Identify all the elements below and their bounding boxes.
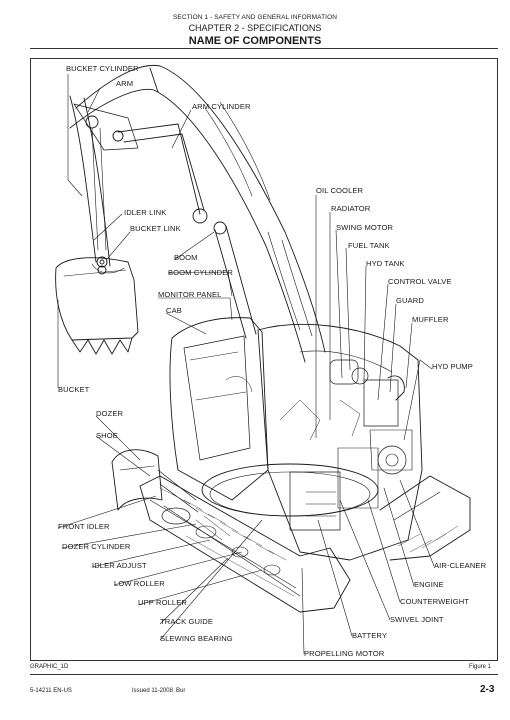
cab-drawing (169, 317, 269, 501)
upper-structure-drawing (257, 323, 423, 561)
label-bucket: BUCKET (58, 385, 90, 394)
section-heading: SECTION 1 - SAFETY AND GENERAL INFORMATI… (172, 14, 338, 21)
label-idler-adjust: IDLER ADJUST (92, 561, 147, 570)
label-oil-cooler: OIL COOLER (316, 186, 364, 195)
label-swing-motor: SWING MOTOR (336, 223, 394, 232)
label-muffler: MUFFLER (412, 315, 449, 324)
label-radiator: RADIATOR (331, 204, 371, 213)
boom-cylinder-drawing (213, 221, 257, 339)
graphic-id: GRAPHIC_1D (30, 664, 69, 670)
label-dozer: DOZER (96, 409, 124, 418)
label-front-idler: FRONT IDLER (58, 522, 110, 531)
dozer-blade-drawing (111, 449, 199, 513)
label-monitor-panel: MONITOR PANEL (158, 290, 222, 299)
label-arm-cylinder: ARM CYLINDER (192, 102, 251, 111)
bucket-drawing (55, 257, 139, 355)
label-bucket-cylinder: BUCKET CYLINDER (66, 64, 139, 73)
label-shoe: SHOE (96, 431, 118, 440)
figure-frame (30, 58, 498, 661)
label-slewing-bearing: SLEWING BEARING (160, 634, 233, 643)
label-battery: BATTERY (352, 631, 388, 640)
label-hyd-tank: HYD TANK (366, 259, 405, 268)
label-fuel-tank: FUEL TANK (348, 241, 390, 250)
label-propelling-motor: PROPELLING MOTOR (304, 649, 385, 658)
arm-cylinder-drawing (117, 123, 208, 224)
doc-number: 5-14211 EN-US (30, 688, 72, 694)
label-boom-cylinder: BOOM CYLINDER (168, 268, 234, 277)
label-boom: BOOM (174, 253, 198, 262)
label-control-valve: CONTROL VALVE (388, 277, 452, 286)
label-engine: ENGINE (414, 580, 444, 589)
label-guard: GUARD (396, 296, 424, 305)
page-title: NAME OF COMPONENTS (188, 35, 322, 47)
label-low-roller: LOW ROLLER (114, 579, 165, 588)
footer-rule (30, 674, 498, 675)
label-track-guide: TRACK GUIDE (160, 617, 213, 626)
tracks-drawing (139, 475, 471, 613)
slewing-ring-drawing (201, 463, 379, 517)
label-idler-link: IDLER LINK (124, 208, 167, 217)
page-number: 2-3 (480, 684, 495, 695)
label-arm: ARM (116, 79, 134, 88)
label-upp-roller: UPP ROLLER (138, 598, 187, 607)
header-rule (30, 48, 498, 49)
label-counterweight: COUNTERWEIGHT (400, 597, 470, 606)
label-bucket-link: BUCKET LINK (130, 224, 181, 233)
arm-drawing (69, 95, 139, 268)
issued-suffix: Bur (176, 688, 186, 694)
label-hyd-pump: HYD PUMP (432, 362, 473, 371)
label-cab: CAB (166, 306, 182, 315)
issued-date: Issued 11-2008 (132, 688, 173, 694)
label-air-cleaner: AIR-CLEANER (434, 561, 487, 570)
chapter-heading: CHAPTER 2 - SPECIFICATIONS (188, 23, 322, 33)
figure-caption: Figure 1 (469, 664, 492, 670)
leader-lines (57, 74, 435, 655)
label-swivel-joint: SWIVEL JOINT (390, 615, 444, 624)
boom-drawing (69, 64, 326, 363)
label-dozer-cylinder: DOZER CYLINDER (62, 542, 131, 551)
